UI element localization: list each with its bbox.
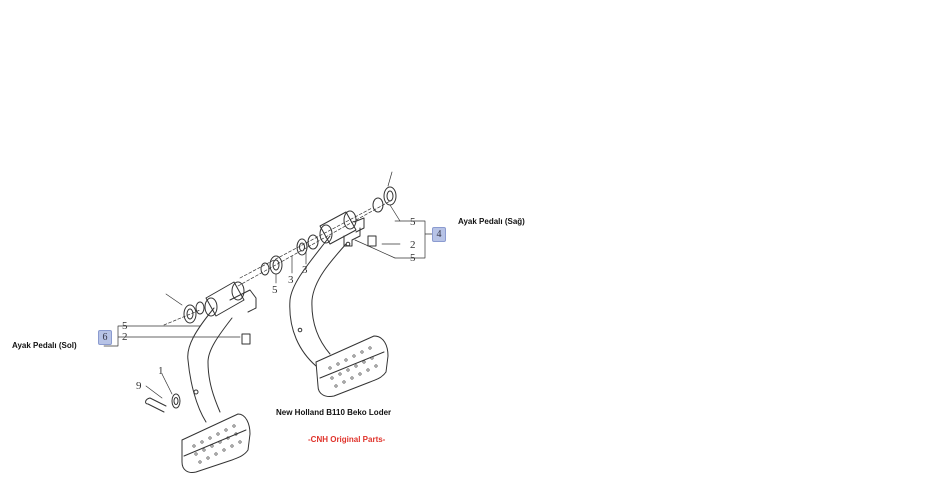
part-group-badge-right[interactable]: 4 xyxy=(432,227,446,242)
callout-left-5: 5 xyxy=(122,320,128,332)
leader-lines xyxy=(103,171,433,399)
right-pedal-drawing xyxy=(260,186,397,397)
callout-left-1: 1 xyxy=(158,365,164,377)
callout-right-3b: 3 xyxy=(288,274,294,286)
right-pedal-label: Ayak Pedalı (Sağ) xyxy=(458,217,525,226)
left-pedal-drawing xyxy=(145,281,257,473)
left-pedal-label: Ayak Pedalı (Sol) xyxy=(12,341,77,350)
callout-right-5b: 5 xyxy=(410,252,416,264)
callout-right-5a: 5 xyxy=(410,216,416,228)
part-group-badge-left[interactable]: 6 xyxy=(98,330,112,345)
callout-right-5c: 5 xyxy=(272,284,278,296)
origin-caption: -CNH Original Parts- xyxy=(308,435,386,444)
callout-left-2: 2 xyxy=(122,331,128,343)
callout-left-9: 9 xyxy=(136,380,142,392)
axis-lines xyxy=(163,199,393,326)
callout-right-3a: 3 xyxy=(302,264,308,276)
model-caption: New Holland B110 Beko Loder xyxy=(276,408,392,417)
callout-right-2: 2 xyxy=(410,239,416,251)
